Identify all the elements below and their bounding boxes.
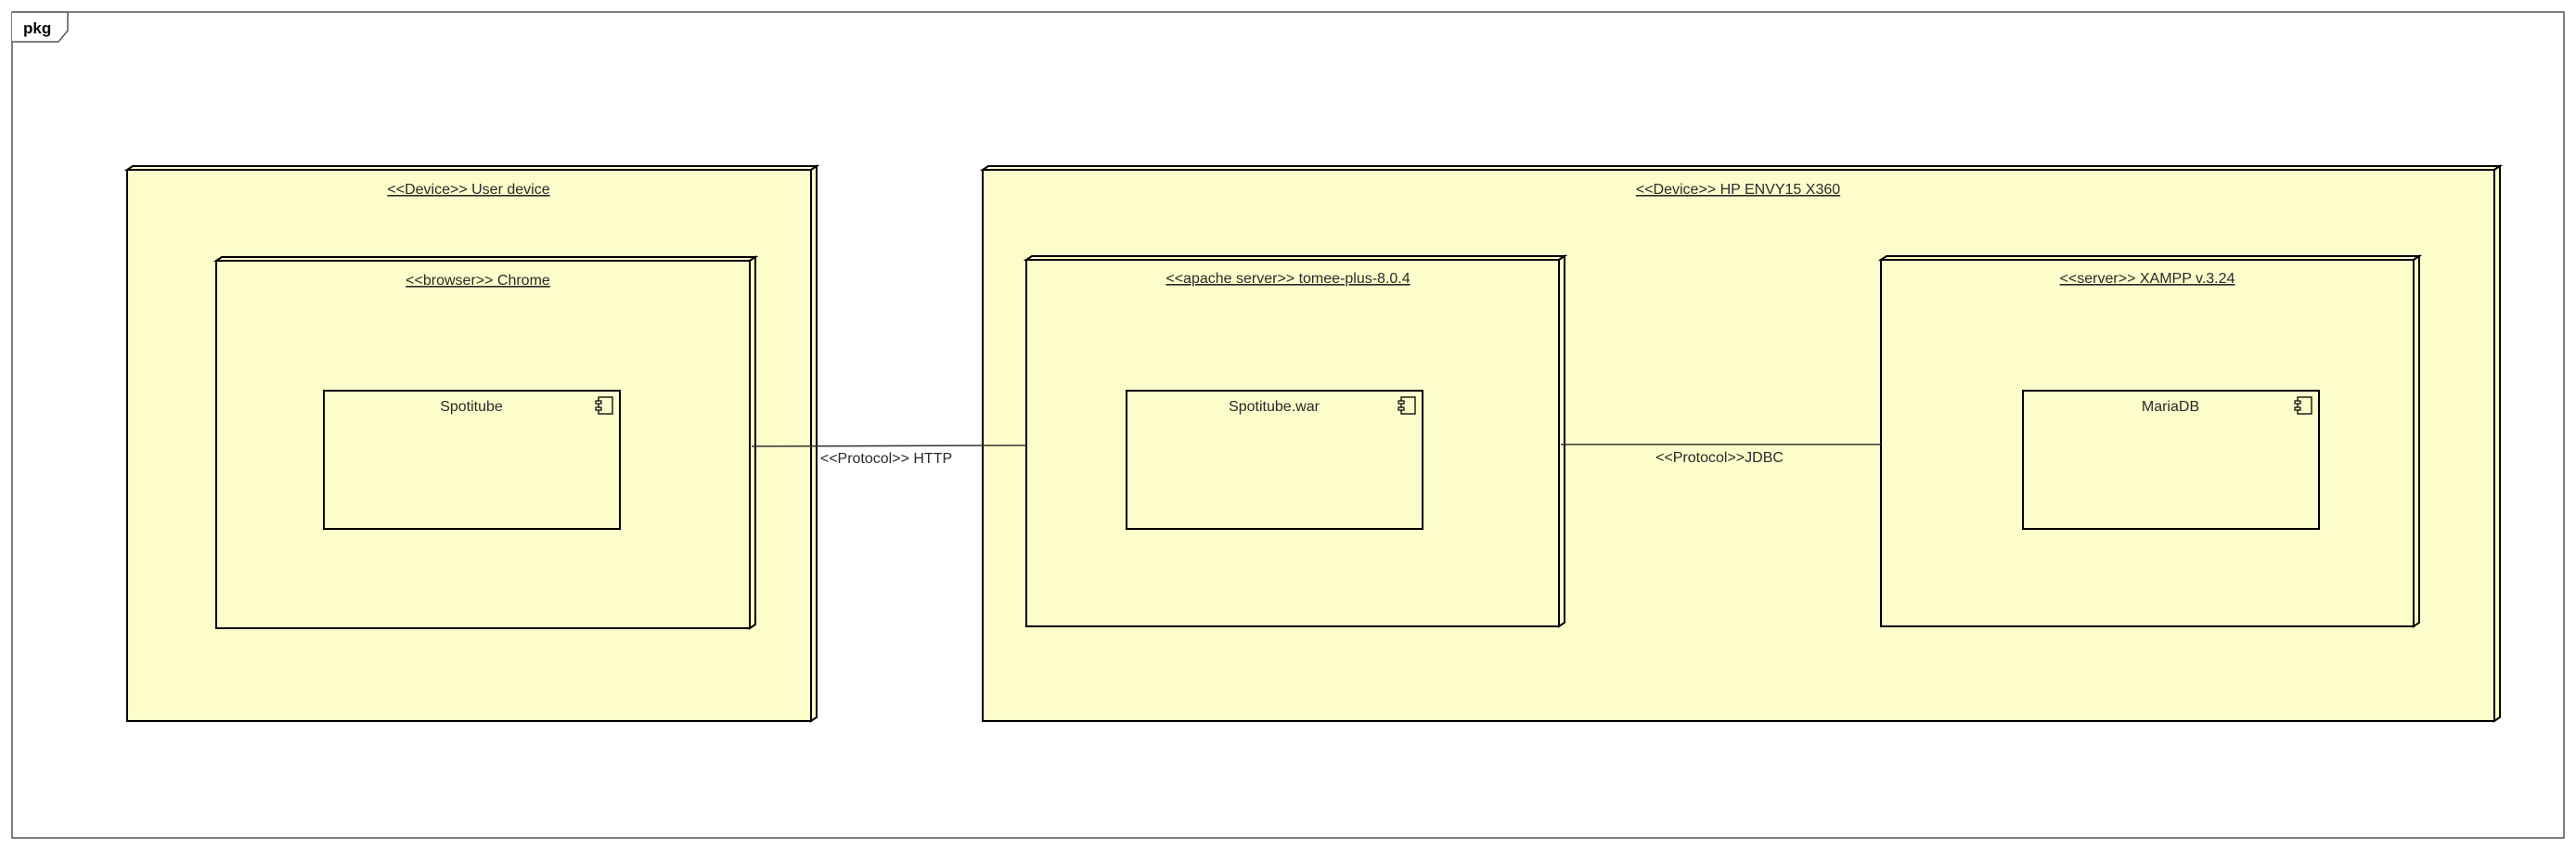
node-user-device-label: <<Device>> User device [387,182,549,198]
component-icon [1397,396,1416,415]
component-mariadb[interactable]: MariaDB [2022,390,2320,530]
component-spotitube-war-name: Spotitube.war [1229,399,1320,415]
connector-jdbc[interactable]: <<Protocol>>JDBC [1561,444,1881,466]
component-mariadb-name: MariaDB [2142,399,2199,415]
connector-jdbc-label: <<Protocol>>JDBC [1655,450,1784,466]
node-chrome-label: <<browser>> Chrome [406,273,550,289]
connector-http[interactable]: <<Protocol>> HTTP [751,444,1027,467]
node-hp-envy-label: <<Device>> HP ENVY15 X360 [1636,182,1840,198]
component-icon [595,396,613,415]
connector-http-label: <<Protocol>> HTTP [820,451,952,467]
node-xampp-label: <<server>> XAMPP v.3.24 [2060,271,2235,287]
component-spotitube[interactable]: Spotitube [323,390,621,530]
component-spotitube-name: Spotitube [440,399,503,415]
component-spotitube-war[interactable]: Spotitube.war [1126,390,1423,530]
component-icon [2294,396,2312,415]
package-label: pkg [23,19,51,37]
node-tomee-label: <<apache server>> tomee-plus-8.0.4 [1166,271,1410,287]
